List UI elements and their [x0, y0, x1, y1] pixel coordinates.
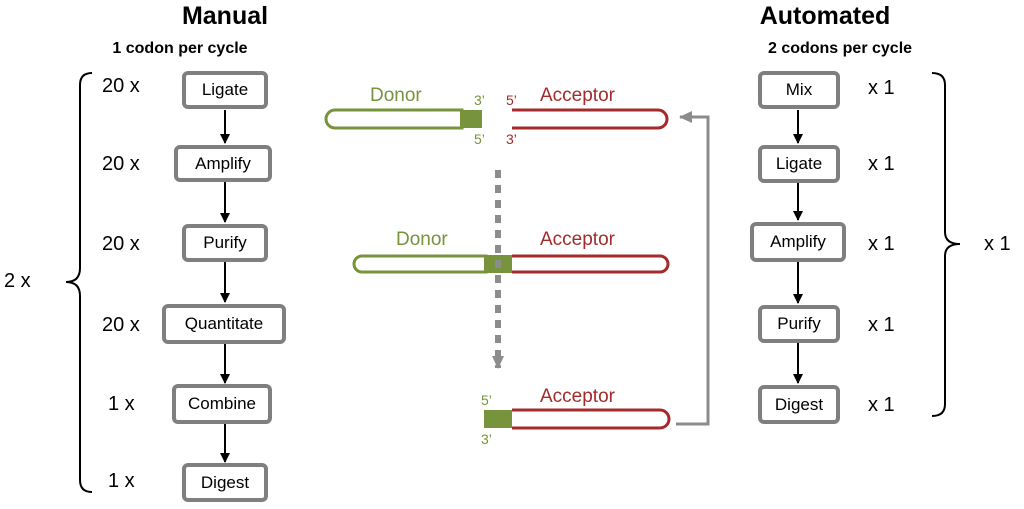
automated-brace — [931, 72, 961, 417]
manual-title: Manual — [181, 2, 269, 30]
automated-count-5: x 1 — [868, 394, 895, 416]
top-acceptor-3-end: 3’ — [506, 131, 517, 147]
bottom-3-end: 3’ — [481, 431, 492, 447]
manual-step-digest: Digest — [182, 463, 268, 502]
middle-donor-strand — [352, 254, 512, 274]
automated-repeat: x 1 — [984, 233, 1011, 255]
top-donor-strand — [324, 108, 482, 130]
automated-count-3: x 1 — [868, 233, 895, 255]
automated-step-ligate: Ligate — [758, 145, 840, 183]
top-donor-5-end: 5’ — [474, 131, 485, 147]
bottom-5-end: 5’ — [481, 392, 492, 408]
manual-repeat: 2 x — [4, 270, 31, 292]
top-donor-3-end: 3’ — [474, 92, 485, 108]
manual-subtitle: 1 codon per cycle — [112, 40, 248, 57]
automated-step-mix: Mix — [758, 71, 840, 109]
manual-count-1: 20 x — [102, 75, 140, 97]
top-acceptor-strand — [512, 108, 669, 130]
automated-step-purify: Purify — [758, 305, 840, 343]
automated-subtitle: 2 codons per cycle — [767, 40, 913, 57]
automated-step-digest: Digest — [758, 385, 840, 424]
automated-title: Automated — [759, 2, 891, 30]
automated-count-1: x 1 — [868, 77, 895, 99]
automated-count-4: x 1 — [868, 314, 895, 336]
manual-step-ligate: Ligate — [182, 71, 268, 109]
middle-acceptor-label: Acceptor — [540, 229, 615, 250]
middle-acceptor-strand — [512, 254, 670, 274]
top-donor-label: Donor — [370, 85, 422, 106]
bottom-acceptor-label: Acceptor — [540, 386, 615, 407]
manual-count-6: 1 x — [108, 470, 135, 492]
bottom-acceptor-strand — [484, 408, 671, 430]
manual-step-amplify: Amplify — [174, 145, 272, 182]
top-acceptor-5-end: 5’ — [506, 92, 517, 108]
manual-step-quantitate: Quantitate — [162, 304, 286, 344]
middle-donor-label: Donor — [396, 229, 448, 250]
manual-count-3: 20 x — [102, 233, 140, 255]
automated-count-2: x 1 — [868, 153, 895, 175]
manual-count-5: 1 x — [108, 393, 135, 415]
manual-brace — [65, 72, 93, 493]
manual-step-purify: Purify — [182, 224, 268, 262]
top-acceptor-label: Acceptor — [540, 85, 615, 106]
return-arrow — [676, 111, 710, 426]
manual-count-2: 20 x — [102, 153, 140, 175]
manual-step-combine: Combine — [172, 384, 272, 424]
manual-count-4: 20 x — [102, 314, 140, 336]
automated-step-amplify: Amplify — [750, 222, 846, 262]
